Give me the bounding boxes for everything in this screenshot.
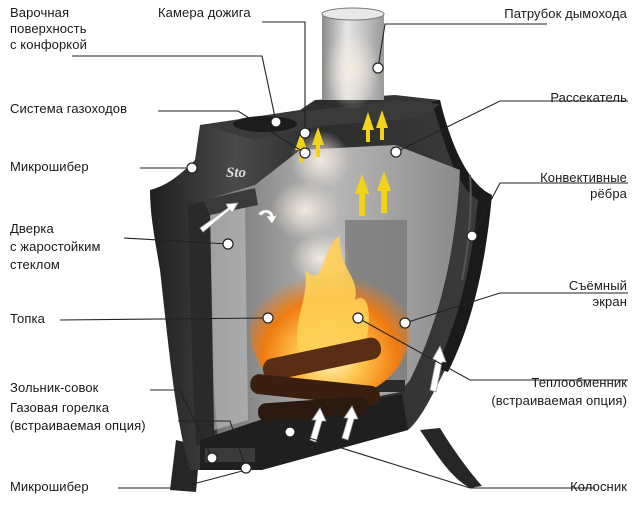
leader-lines [59,21,628,489]
air-arrows [199,202,447,443]
label-hob-surface: Варочная поверхность с конфоркой [10,5,87,52]
label-convective-fins: Конвективные рёбра [540,170,627,201]
label-ash-pan: Зольник-совок [10,380,99,395]
label-micro-damper-top: Микрошибер [10,159,89,174]
brand-logo: Sto [226,165,246,181]
label-firebox: Топка [10,311,45,326]
logs [250,337,382,422]
label-diffuser: Рассекатель [550,90,627,105]
stove-leg-right [420,428,482,488]
label-micro-damper-bottom: Микрошибер [10,479,89,494]
svg-text:Sto: Sto [226,165,246,181]
label-gas-duct-system: Система газоходов [10,101,128,116]
hot-gas-arrows [295,110,391,216]
hob-burner [233,116,297,132]
label-afterburn-chamber: Камера дожига [158,5,251,20]
convective-fin [432,100,492,372]
label-flue-pipe: Патрубок дымохода [504,6,627,21]
label-door-glass: Дверка с жаростойким стеклом [10,221,101,272]
label-heat-exchanger: Теплообменник (встраиваемая опция) [491,375,627,408]
door-frame [188,200,215,446]
label-grate: Колосник [570,479,627,494]
marker-dots [186,62,478,474]
label-removable-screen: Съёмный экран [568,278,627,309]
label-gas-burner: Газовая горелка (встраиваемая опция) [10,400,146,433]
door-glass [210,205,248,430]
